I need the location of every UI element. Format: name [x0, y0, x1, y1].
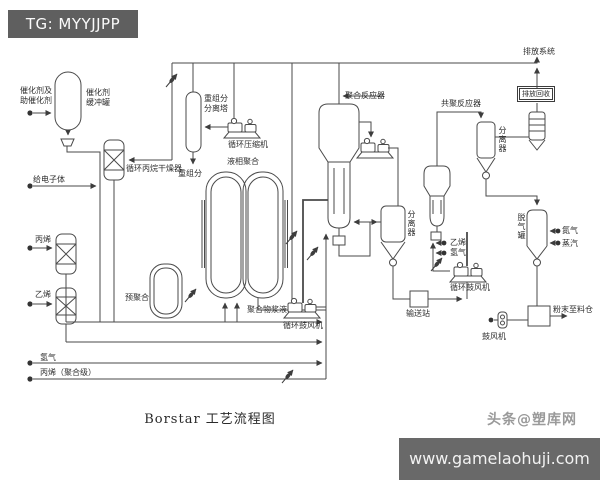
loop-reactor [185, 172, 288, 302]
gpr2-group [424, 112, 484, 240]
separator-mid-group [381, 206, 410, 299]
watermark-url: www.gamelaohuji.com [399, 438, 600, 480]
degasser-silo-group [488, 210, 568, 328]
tg-badge: TG: MYYJJPP [8, 10, 138, 38]
heavy-ends-column-group [128, 63, 201, 165]
propane-dryer-group [104, 140, 124, 322]
gpr1-group [319, 63, 398, 256]
gpr1-recycle-lines [283, 63, 328, 319]
watermark-handle: 头条@塑库网 [487, 412, 577, 428]
vent-recovery-group [529, 67, 545, 150]
separator-right-group [477, 122, 540, 206]
recycle-compressor-group [204, 63, 261, 139]
diagram-caption: Borstar 工艺流程图 [144, 412, 276, 427]
catalyst-buffer-tank-group [27, 72, 100, 322]
prepoly-loop [150, 264, 182, 318]
feed-dryers [27, 234, 76, 324]
vent-header-line [172, 56, 540, 63]
transfer-station-group [410, 232, 487, 307]
feed-headers [27, 274, 326, 383]
